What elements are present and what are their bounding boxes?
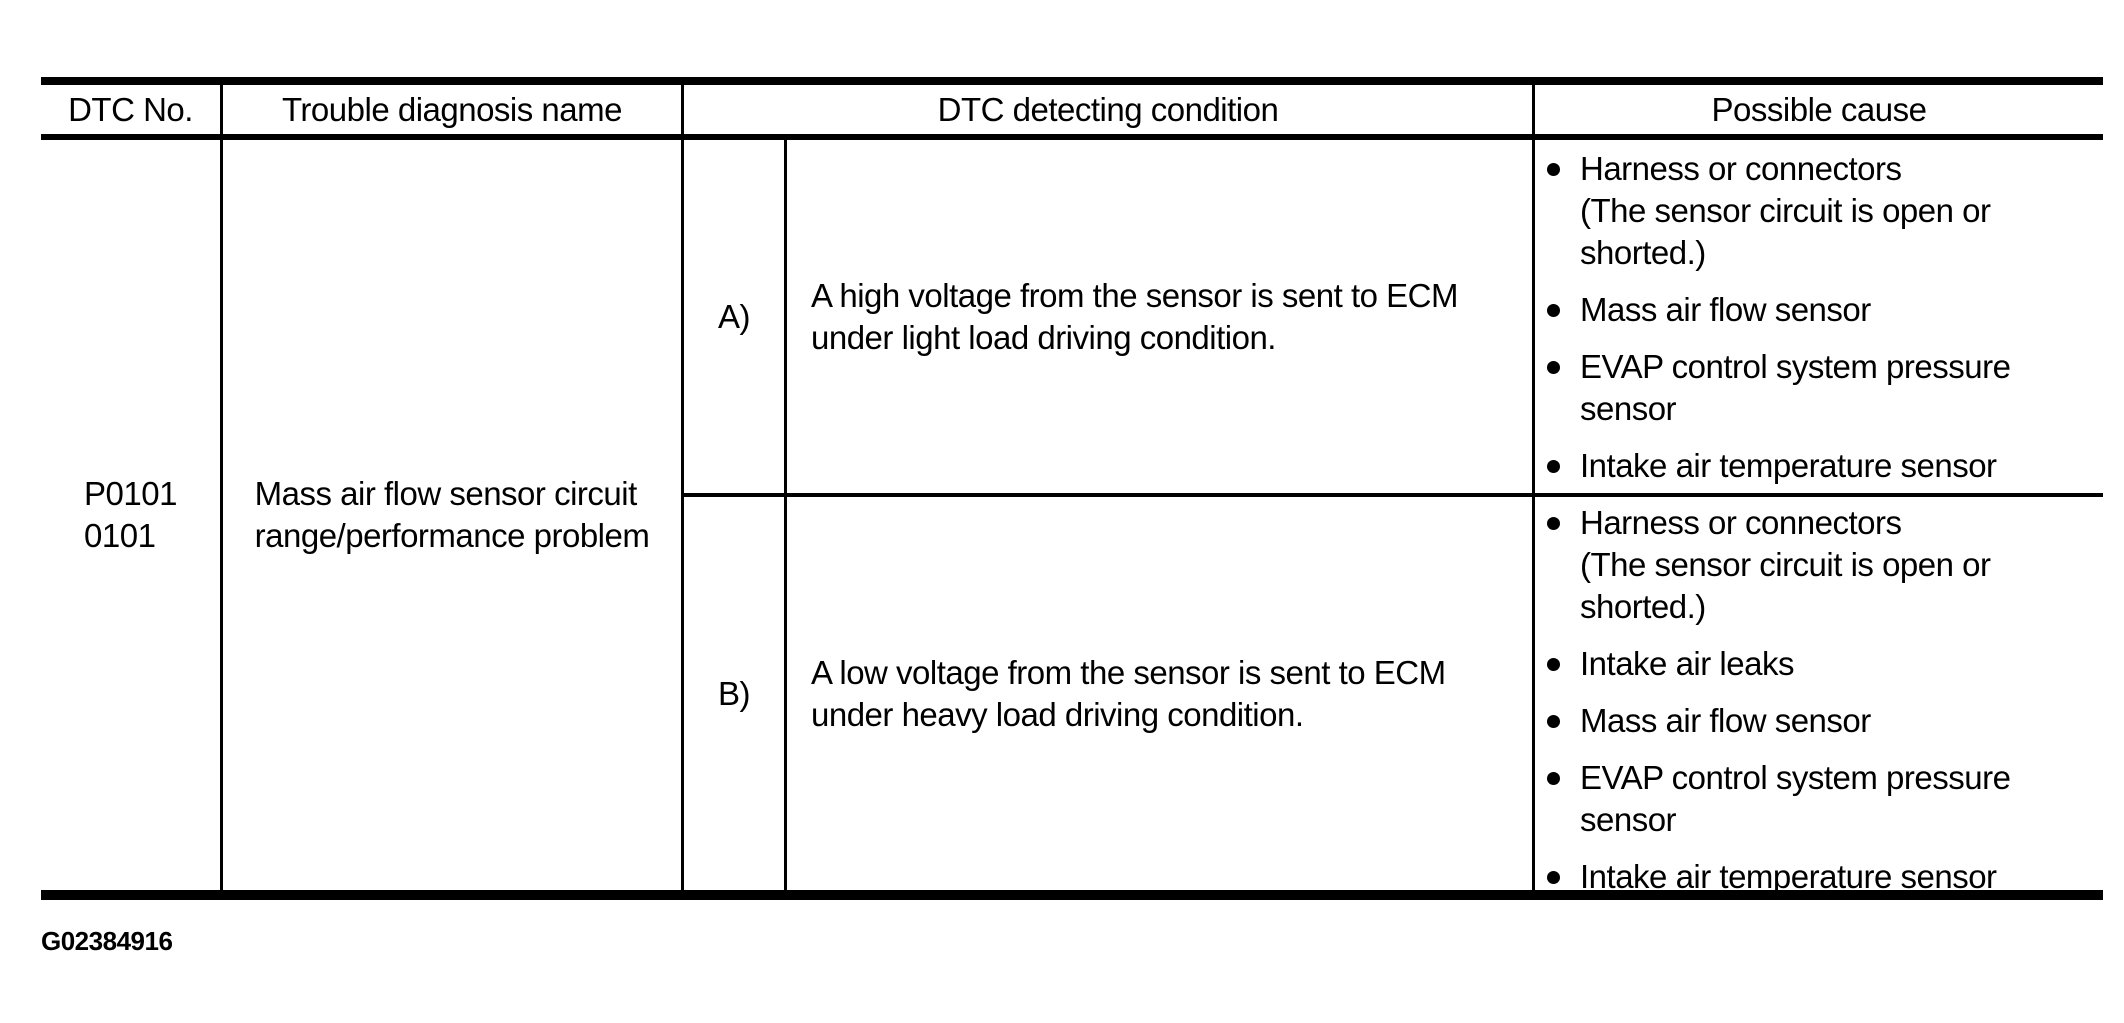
cell-causes-b: Harness or connectors (The sensor circui…: [1535, 497, 2103, 890]
cause-text: Intake air temperature sensor: [1580, 858, 1997, 890]
header-trouble-name: Trouble diagnosis name: [223, 85, 684, 140]
dtc-table: DTC No. Trouble diagnosis name DTC detec…: [41, 77, 2103, 900]
figure-code: G02384916: [41, 926, 173, 956]
header-detecting-condition: DTC detecting condition: [684, 85, 1535, 140]
bullet-icon: [1547, 715, 1560, 728]
header-detecting-condition-label: DTC detecting condition: [937, 90, 1279, 128]
header-possible-cause-label: Possible cause: [1711, 90, 1927, 128]
bullet-icon: [1547, 460, 1560, 473]
bullet-icon: [1547, 871, 1560, 884]
condition-b-text: A low voltage from the sensor is sent to…: [811, 653, 1446, 733]
cell-condition-b: A low voltage from the sensor is sent to…: [787, 497, 1535, 890]
subrow-b-label: B): [718, 674, 751, 712]
cause-text: EVAP control system pressure sensor: [1580, 759, 2011, 838]
subrow-a-label: A): [718, 297, 751, 335]
bullet-icon: [1547, 304, 1560, 317]
bullet-icon: [1547, 772, 1560, 785]
cell-condition-a: A high voltage from the sensor is sent t…: [787, 140, 1535, 497]
list-item: Intake air leaks: [1541, 643, 2097, 685]
header-dtc-no: DTC No.: [41, 85, 223, 140]
list-item: Mass air flow sensor: [1541, 289, 2097, 331]
header-trouble-name-label: Trouble diagnosis name: [282, 90, 622, 128]
cell-subrow-a-label: A): [684, 140, 787, 497]
cause-text: Harness or connectors (The sensor circui…: [1580, 504, 1991, 625]
cell-causes-a: Harness or connectors (The sensor circui…: [1535, 140, 2103, 497]
cause-text: Harness or connectors (The sensor circui…: [1580, 150, 1991, 271]
header-dtc-no-label: DTC No.: [68, 90, 193, 128]
list-item: Mass air flow sensor: [1541, 700, 2097, 742]
cell-trouble-name: Mass air flow sensor circuit range/perfo…: [223, 140, 684, 890]
header-possible-cause: Possible cause: [1535, 85, 2103, 140]
list-item: Intake air temperature sensor: [1541, 856, 2097, 890]
cause-text: EVAP control system pressure sensor: [1580, 348, 2011, 427]
bullet-icon: [1547, 361, 1560, 374]
cause-text: Intake air leaks: [1580, 645, 1794, 682]
cell-dtc-number: P0101 0101: [41, 140, 223, 890]
list-item: Harness or connectors (The sensor circui…: [1541, 502, 2097, 628]
cell-subrow-b-label: B): [684, 497, 787, 890]
bullet-icon: [1547, 163, 1560, 176]
cause-text: Mass air flow sensor: [1580, 291, 1871, 328]
dtc-number-value: P0101 0101: [84, 475, 177, 554]
bullet-icon: [1547, 517, 1560, 530]
cause-text: Intake air temperature sensor: [1580, 447, 1997, 484]
list-item: Intake air temperature sensor: [1541, 445, 2097, 487]
condition-a-text: A high voltage from the sensor is sent t…: [811, 276, 1459, 356]
list-item: Harness or connectors (The sensor circui…: [1541, 148, 2097, 274]
list-item: EVAP control system pressure sensor: [1541, 757, 2097, 841]
bullet-icon: [1547, 658, 1560, 671]
cause-text: Mass air flow sensor: [1580, 702, 1871, 739]
trouble-name-value: Mass air flow sensor circuit range/perfo…: [254, 475, 650, 554]
list-item: EVAP control system pressure sensor: [1541, 346, 2097, 430]
